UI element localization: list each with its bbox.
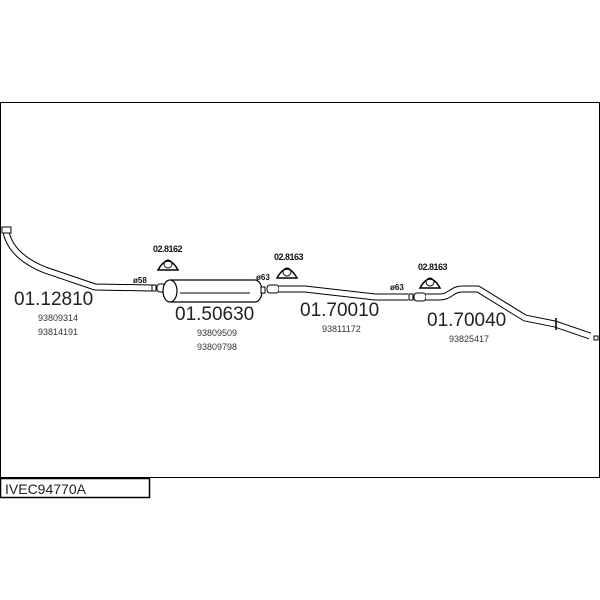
part-number: 01.12810 <box>14 289 93 310</box>
part-ref: 93825417 <box>449 334 489 344</box>
clamp-3: 02.8163 <box>418 262 448 289</box>
middle-pipe <box>279 285 427 302</box>
part-number: 01.70010 <box>300 300 379 321</box>
part-number: 01.70040 <box>427 310 506 331</box>
svg-text:02.8163: 02.8163 <box>418 262 448 272</box>
part-ref: 93811172 <box>322 324 361 334</box>
title-box <box>0 477 151 499</box>
clamp-icon <box>418 278 442 289</box>
diameter-label: ø63 <box>256 273 270 282</box>
title-code: IVEC94770A <box>5 481 87 497</box>
part-ref: 93809314 <box>38 313 78 323</box>
muffler <box>162 279 280 303</box>
part-ref: 93809509 <box>197 328 237 338</box>
tail-pipe <box>426 285 599 341</box>
clamp-icon <box>156 260 180 271</box>
part-ref: 93809798 <box>197 342 237 352</box>
part-number: 01.50630 <box>175 304 254 325</box>
svg-text:02.8162: 02.8162 <box>153 244 183 254</box>
clamp-2: 02.8163 <box>274 252 304 279</box>
svg-text:02.8163: 02.8163 <box>274 252 304 262</box>
diameter-label: ø63 <box>390 283 404 292</box>
part-ref: 93814191 <box>38 327 78 337</box>
clamp-1: 02.8162 <box>153 244 183 271</box>
clamp-icon <box>275 268 299 279</box>
diameter-label: ø58 <box>133 276 147 285</box>
